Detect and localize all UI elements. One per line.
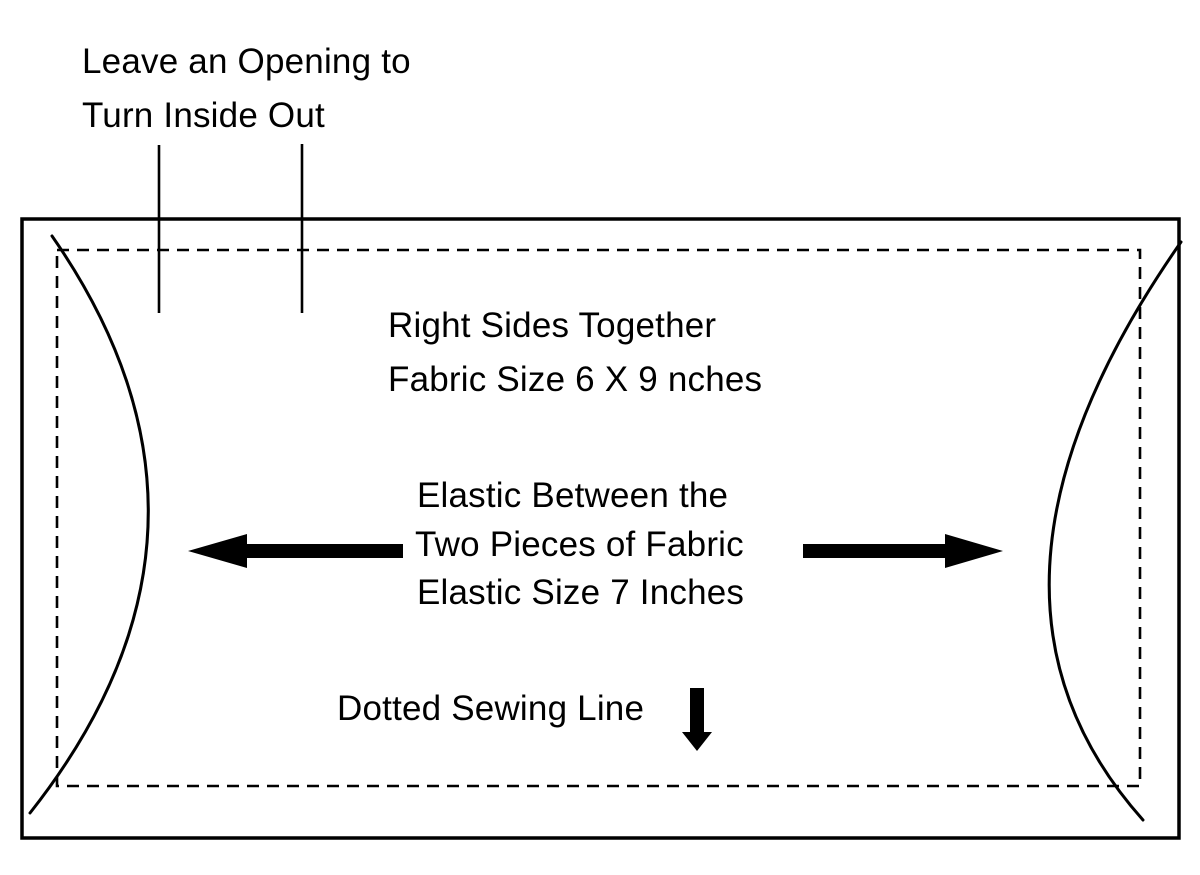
- arrow-left-icon: [188, 534, 403, 568]
- dotted-sewing-line: [55, 248, 1142, 788]
- elastic-note-line-2: Two Pieces of Fabric: [415, 525, 744, 564]
- fabric-note-line-1: Right Sides Together: [388, 306, 717, 345]
- opening-note-line-1: Leave an Opening to: [82, 42, 411, 81]
- right-elastic-curve: [1047, 240, 1183, 822]
- elastic-note-line-1: Elastic Between the: [417, 476, 729, 515]
- arrow-down-icon: [682, 688, 712, 751]
- arrow-right-icon: [803, 534, 1003, 568]
- left-elastic-curve: [28, 234, 150, 815]
- opening-note-line-2: Turn Inside Out: [82, 96, 325, 135]
- fabric-outline: [20, 217, 1181, 840]
- fabric-note-line-2: Fabric Size 6 X 9 nches: [388, 360, 763, 399]
- elastic-note-line-3: Elastic Size 7 Inches: [417, 573, 745, 612]
- sewing-line-label: Dotted Sewing Line: [337, 689, 645, 728]
